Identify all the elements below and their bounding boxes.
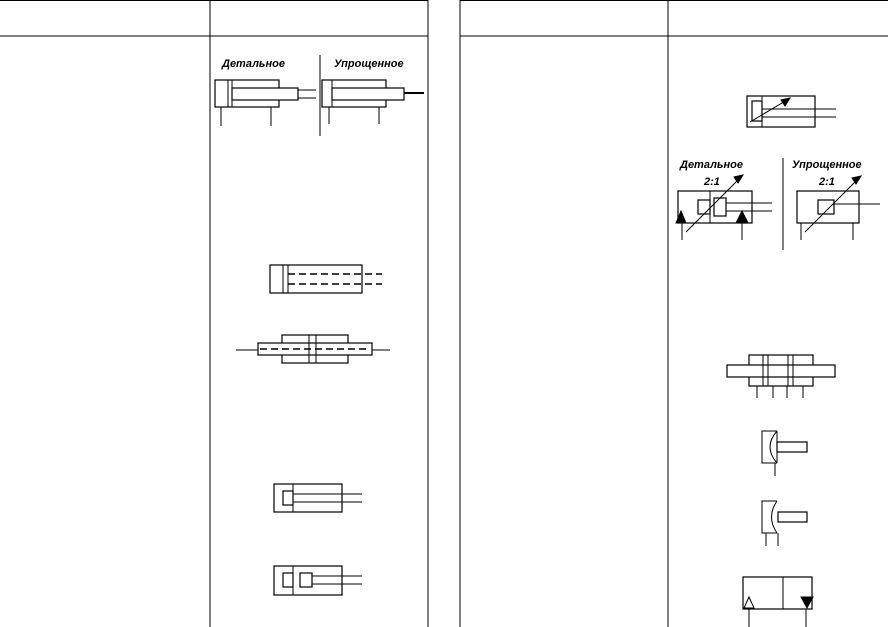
telescopic-cylinder-icon — [269, 264, 382, 294]
variable-cylinder-icon — [746, 95, 836, 128]
simplified-cylinder-icon — [321, 79, 424, 124]
detailed-label-top: Детальное — [221, 58, 285, 70]
variable-cylinder-simplified-icon — [796, 175, 880, 240]
double-rod-cylinder-icon — [236, 334, 390, 364]
pneumatic-hydraulic-converter-icon — [742, 576, 814, 627]
simplified-label-top: Упрощенное — [334, 58, 404, 70]
scale-ratio-left: 2:1 — [703, 176, 720, 188]
detailed-label-mid: Детальное — [679, 159, 743, 171]
tandem-cylinder-icon — [726, 354, 836, 398]
variable-cylinder-detailed-icon — [675, 174, 772, 240]
simplified-label-mid: Упрощенное — [792, 159, 862, 171]
diaphragm-cylinder-icon — [761, 430, 808, 476]
diaphragm-cylinder-double-icon — [761, 500, 808, 546]
adjustable-stroke-cylinder-icon — [273, 565, 362, 596]
scale-ratio-right: 2:1 — [818, 176, 835, 188]
cushioned-cylinder-icon — [273, 483, 362, 513]
single-acting-cylinder-icon — [214, 79, 316, 126]
